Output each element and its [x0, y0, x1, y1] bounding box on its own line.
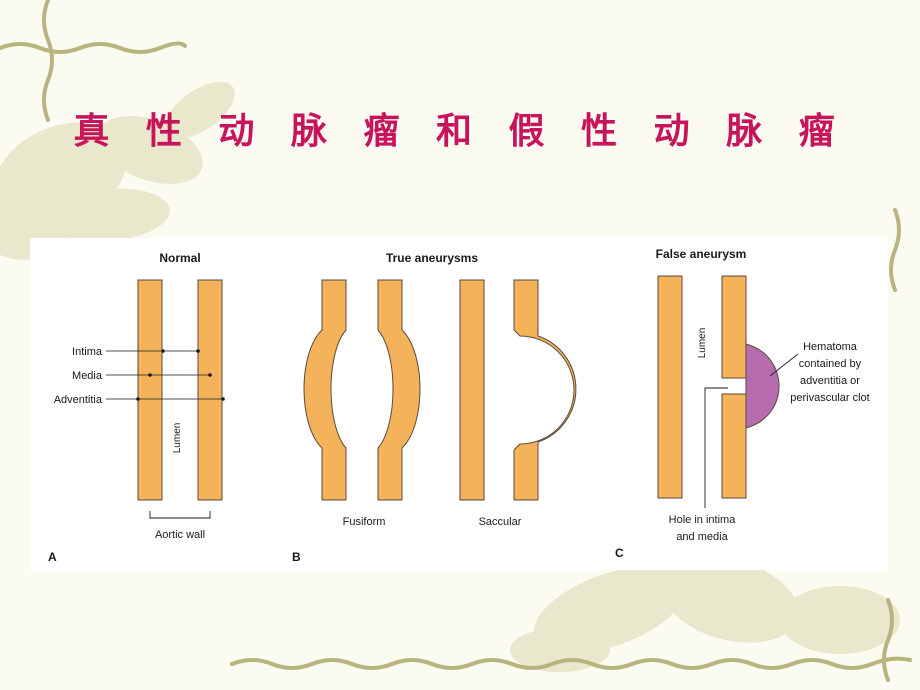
panel-c-heading: False aneurysm	[656, 247, 747, 261]
leaf-decoration-top-left	[0, 81, 235, 260]
saccular-caption: Saccular	[479, 516, 522, 528]
fusiform-wall-right	[377, 279, 421, 501]
intima-label: Intima	[72, 346, 103, 358]
panel-b: True aneurysms Fusiform Saccular B	[292, 251, 577, 564]
hole-label-line-2: and media	[676, 531, 728, 543]
saccular-wall-right	[513, 279, 577, 501]
aortic-wall-caption: Aortic wall	[155, 529, 205, 541]
hole-label-line-1: Hole in intima	[669, 514, 737, 526]
hematoma-label-line-1: Hematoma	[803, 341, 858, 353]
panel-b-letter: B	[292, 550, 301, 564]
saccular-wall-left	[459, 279, 485, 501]
normal-wall-right	[197, 279, 223, 501]
aneurysm-figure-panel: Normal Lumen Intima Media Adventitia Aor…	[30, 238, 888, 570]
leaf-decoration-bottom-right	[510, 557, 900, 672]
panel-a-lumen-label: Lumen	[172, 423, 183, 454]
hematoma-label-line-2: contained by	[799, 358, 862, 370]
panel-c: False aneurysm Lumen Hematoma contained …	[615, 247, 870, 560]
media-leader-dot-left	[148, 373, 152, 377]
false-aneurysm-wall-right-lower	[721, 393, 747, 499]
media-leader-dot-right	[208, 373, 212, 377]
intima-leader-dot-right	[196, 349, 200, 353]
hematoma-label-line-3: adventitia or	[800, 375, 860, 387]
false-aneurysm-wall-right-upper	[721, 275, 747, 379]
panel-b-heading: True aneurysms	[386, 251, 478, 265]
fusiform-caption: Fusiform	[343, 516, 386, 528]
aneurysm-figure: Normal Lumen Intima Media Adventitia Aor…	[48, 247, 870, 564]
normal-wall-left	[137, 279, 163, 501]
hematoma	[745, 343, 780, 429]
panel-c-letter: C	[615, 546, 624, 560]
adventitia-label: Adventitia	[54, 394, 103, 406]
vine-decoration	[0, 0, 912, 682]
panel-a: Normal Lumen Intima Media Adventitia Aor…	[48, 251, 225, 564]
aortic-wall-bracket	[149, 511, 211, 519]
panel-a-heading: Normal	[159, 251, 200, 265]
hematoma-label-line-4: perivascular clot	[790, 392, 869, 404]
media-label: Media	[72, 370, 103, 382]
fusiform-wall-left	[303, 279, 347, 501]
adventitia-leader-dot-left	[136, 397, 140, 401]
slide-title: 真 性 动 脉 瘤 和 假 性 动 脉 瘤	[73, 111, 847, 152]
panel-c-lumen-label: Lumen	[697, 328, 708, 359]
false-aneurysm-wall-left	[657, 275, 683, 499]
hole-leader	[704, 387, 728, 508]
adventitia-leader-dot-right	[221, 397, 225, 401]
hematoma-leader	[769, 353, 799, 377]
panel-a-letter: A	[48, 550, 57, 564]
intima-leader-dot-left	[161, 349, 165, 353]
